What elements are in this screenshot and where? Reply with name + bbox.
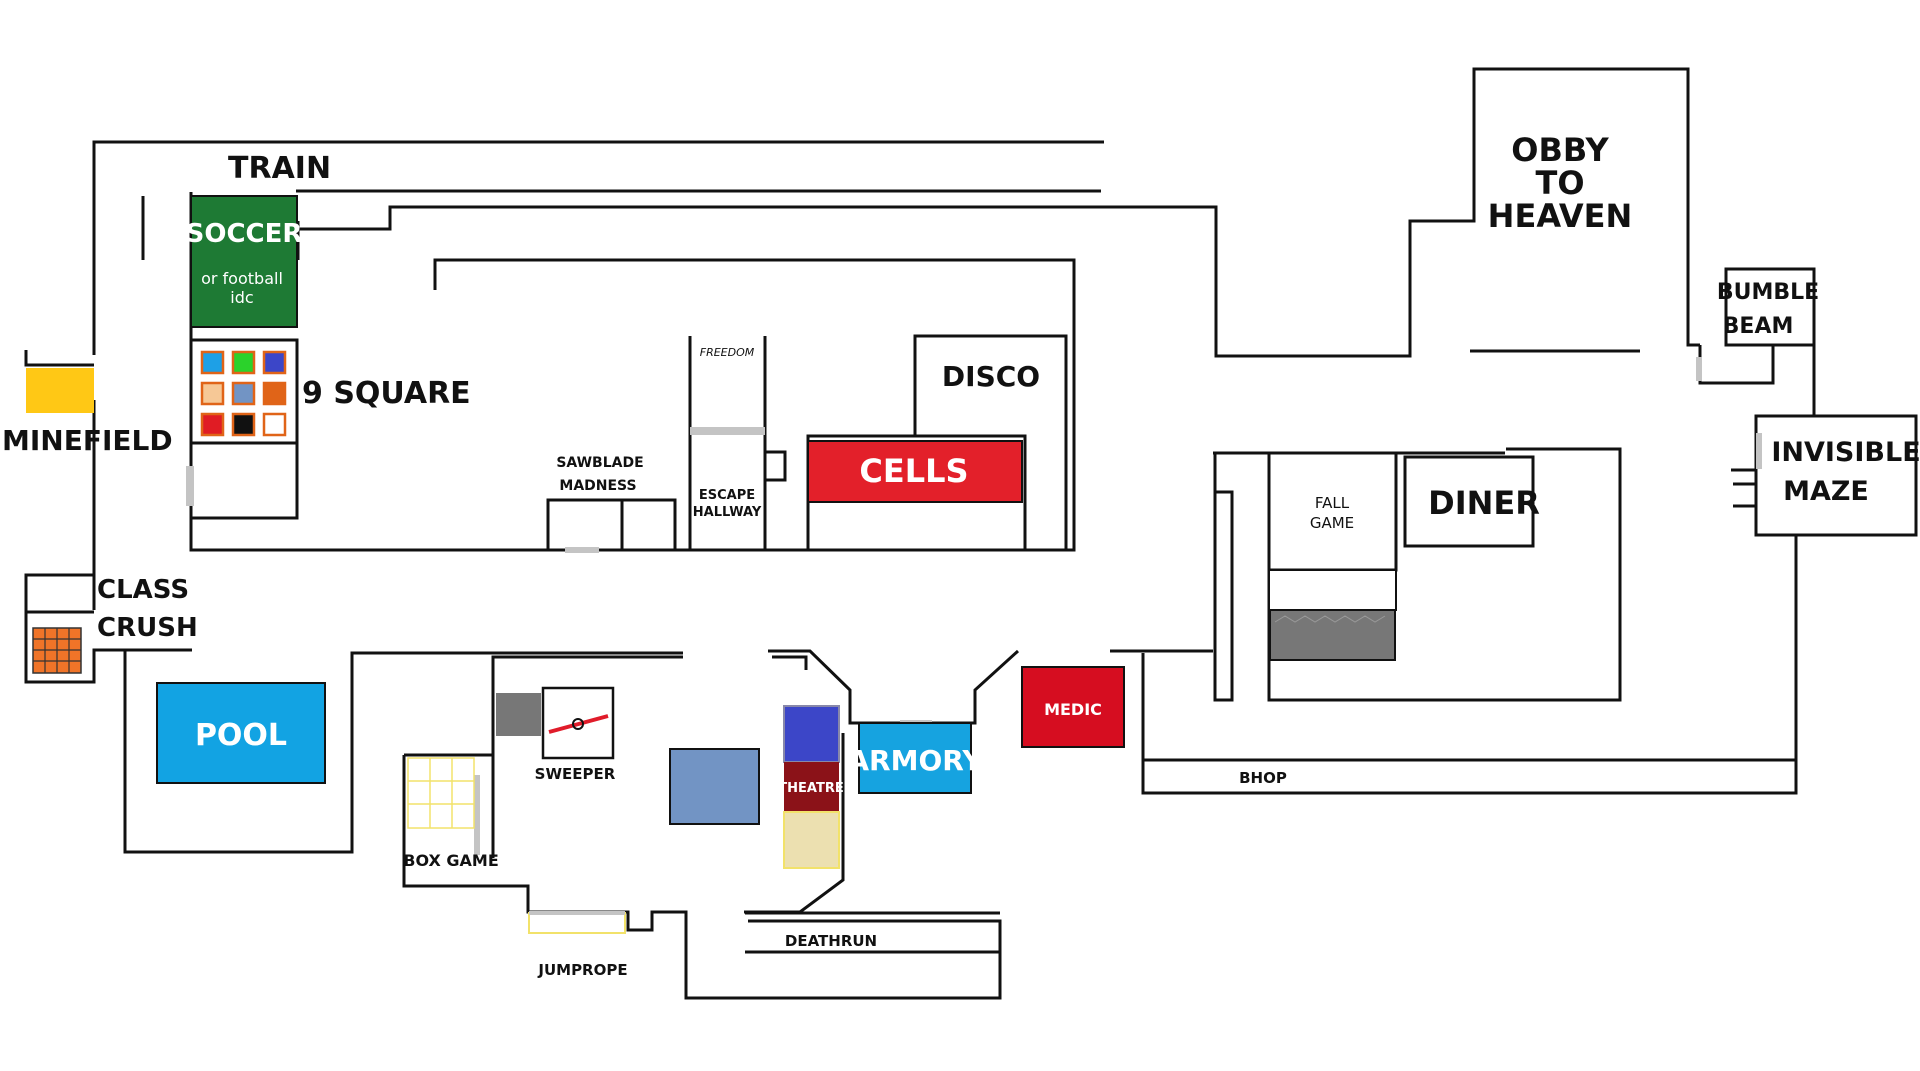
wall-south-right	[744, 733, 845, 914]
nine-square-tile	[200, 412, 225, 437]
wall-north-corridor	[298, 67, 1700, 358]
label-bumble-1: BUMBLE	[1717, 280, 1819, 305]
nine-square-tile	[231, 412, 256, 437]
nine-square-tile	[262, 350, 287, 375]
wall-disco	[913, 334, 1068, 550]
medic-zone	[1021, 666, 1125, 748]
label-soccer-sub-2: idc	[230, 288, 253, 307]
wall-escape-nook	[763, 450, 787, 482]
label-armory: ARMORY	[847, 744, 983, 777]
label-invisible-1: INVISIBLE	[1771, 437, 1920, 468]
label-freedom: FREEDOM	[700, 346, 755, 359]
wall-invisible-maze	[1754, 414, 1918, 537]
wall-diner	[1403, 455, 1535, 548]
armory-zone	[858, 722, 972, 794]
label-sweeper: SWEEPER	[535, 765, 616, 783]
label-deathrun: DEATHRUN	[785, 932, 877, 950]
wall-bumble-beam	[1724, 267, 1816, 347]
label-cells: CELLS	[859, 452, 968, 490]
class-crush-grid	[32, 627, 82, 674]
label-escape-2: HALLWAY	[693, 505, 762, 520]
label-minefield: MINEFIELD	[2, 424, 173, 457]
label-class-crush-2: CRUSH	[97, 613, 198, 643]
theatre-curtain	[784, 762, 839, 812]
sweeper-pivot	[572, 718, 584, 730]
nine-square-grid	[200, 350, 287, 437]
label-obby-3: HEAVEN	[1488, 197, 1633, 235]
wall-minefield-top	[24, 350, 94, 367]
label-class-crush-1: CLASS	[97, 575, 189, 605]
label-bumble-2: BEAM	[1723, 314, 1794, 339]
label-box-game: BOX GAME	[403, 851, 499, 870]
escape-gate	[690, 427, 765, 435]
label-soccer: SOCCER	[186, 219, 303, 249]
sweeper-ramp	[496, 693, 541, 736]
nine-square-door	[186, 466, 194, 506]
fall-game-landing	[1268, 569, 1397, 611]
label-escape-1: ESCAPE	[699, 488, 755, 503]
wall-east-pillar	[1213, 453, 1234, 702]
soccer-field	[190, 195, 298, 328]
theatre-stage	[783, 705, 840, 763]
wall-sawblade	[546, 498, 677, 550]
box-game-grid	[407, 757, 475, 829]
label-sawblade-1: SAWBLADE	[556, 455, 643, 471]
fall-game-pattern	[1274, 615, 1386, 623]
label-fall-2: GAME	[1310, 514, 1354, 532]
wall-armory-alcove	[768, 649, 1020, 725]
fall-game-floor	[1269, 609, 1396, 661]
bumble-door	[1696, 357, 1702, 381]
pool-zone	[156, 682, 326, 784]
nine-square-tile	[262, 381, 287, 406]
nine-square-tile	[200, 350, 225, 375]
label-nine-square: 9 SQUARE	[302, 376, 471, 411]
wall-nine-square	[189, 338, 299, 520]
label-train: TRAIN	[228, 151, 331, 186]
jumprope-rope	[529, 911, 625, 915]
label-sawblade-2: MADNESS	[559, 478, 636, 494]
label-fall-1: FALL	[1315, 494, 1350, 512]
label-jumprope: JUMPROPE	[537, 961, 627, 979]
wall-theatre-top	[772, 655, 808, 670]
label-invisible-2: MAZE	[1783, 476, 1869, 507]
maze-door	[1756, 433, 1762, 469]
wall-bhop	[1141, 653, 1798, 795]
wall-south-hall-top	[491, 655, 683, 858]
label-medic: MEDIC	[1044, 700, 1102, 719]
nine-square-tile	[200, 381, 225, 406]
nine-square-tile	[262, 412, 287, 437]
wall-train-outer	[92, 140, 1104, 355]
label-theatre: THEATRE	[778, 781, 843, 796]
wall-south-loop	[402, 755, 1002, 1000]
label-bhop: BHOP	[1239, 769, 1287, 787]
label-disco: DISCO	[942, 360, 1040, 393]
sawblade-door	[565, 547, 599, 553]
label-pool: POOL	[195, 718, 287, 753]
label-diner: DINER	[1428, 484, 1540, 522]
cells-zone	[807, 440, 1023, 503]
label-obby-2: TO	[1535, 164, 1584, 202]
theatre-seats	[783, 811, 840, 869]
box-door	[474, 775, 480, 855]
label-obby-1: OBBY	[1511, 131, 1609, 169]
nine-square-tile	[231, 381, 256, 406]
nine-square-tile	[231, 350, 256, 375]
minefield-zone	[26, 368, 94, 413]
label-soccer-sub-1: or football	[201, 269, 283, 288]
sweeper-bar	[548, 714, 609, 734]
steel-blue-block	[669, 748, 760, 825]
wall-class-crush-pool	[24, 573, 683, 854]
